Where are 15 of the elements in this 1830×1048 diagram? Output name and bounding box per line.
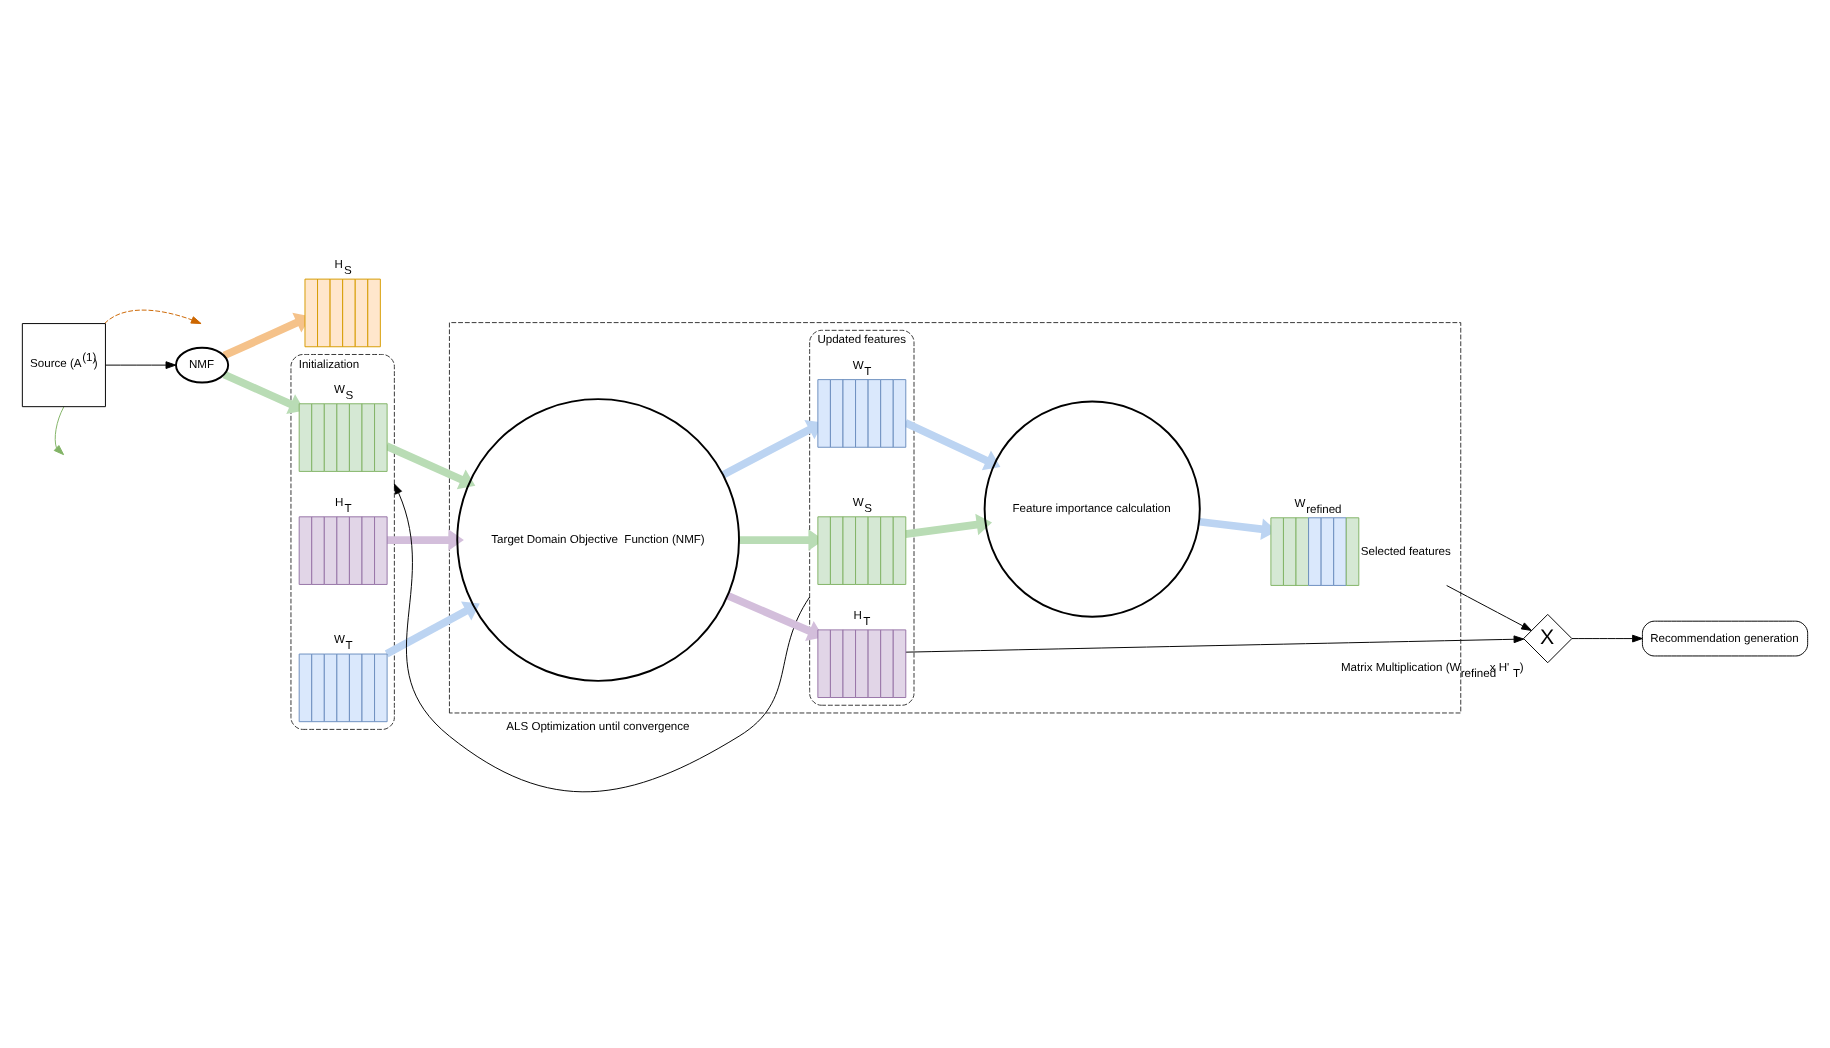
arrow <box>1446 584 1532 630</box>
arrow <box>393 482 811 792</box>
arrow <box>105 360 177 368</box>
arrow <box>904 512 993 538</box>
arrow <box>904 634 1525 652</box>
arrow <box>726 591 824 640</box>
arrow <box>384 600 480 657</box>
arrow <box>53 405 65 455</box>
arrow <box>386 528 464 550</box>
arrow <box>1571 633 1643 642</box>
arrow <box>222 370 305 414</box>
arrow <box>385 441 476 489</box>
node-diamond: X <box>1523 612 1573 663</box>
arrow <box>903 418 1001 470</box>
arrow <box>104 308 202 324</box>
